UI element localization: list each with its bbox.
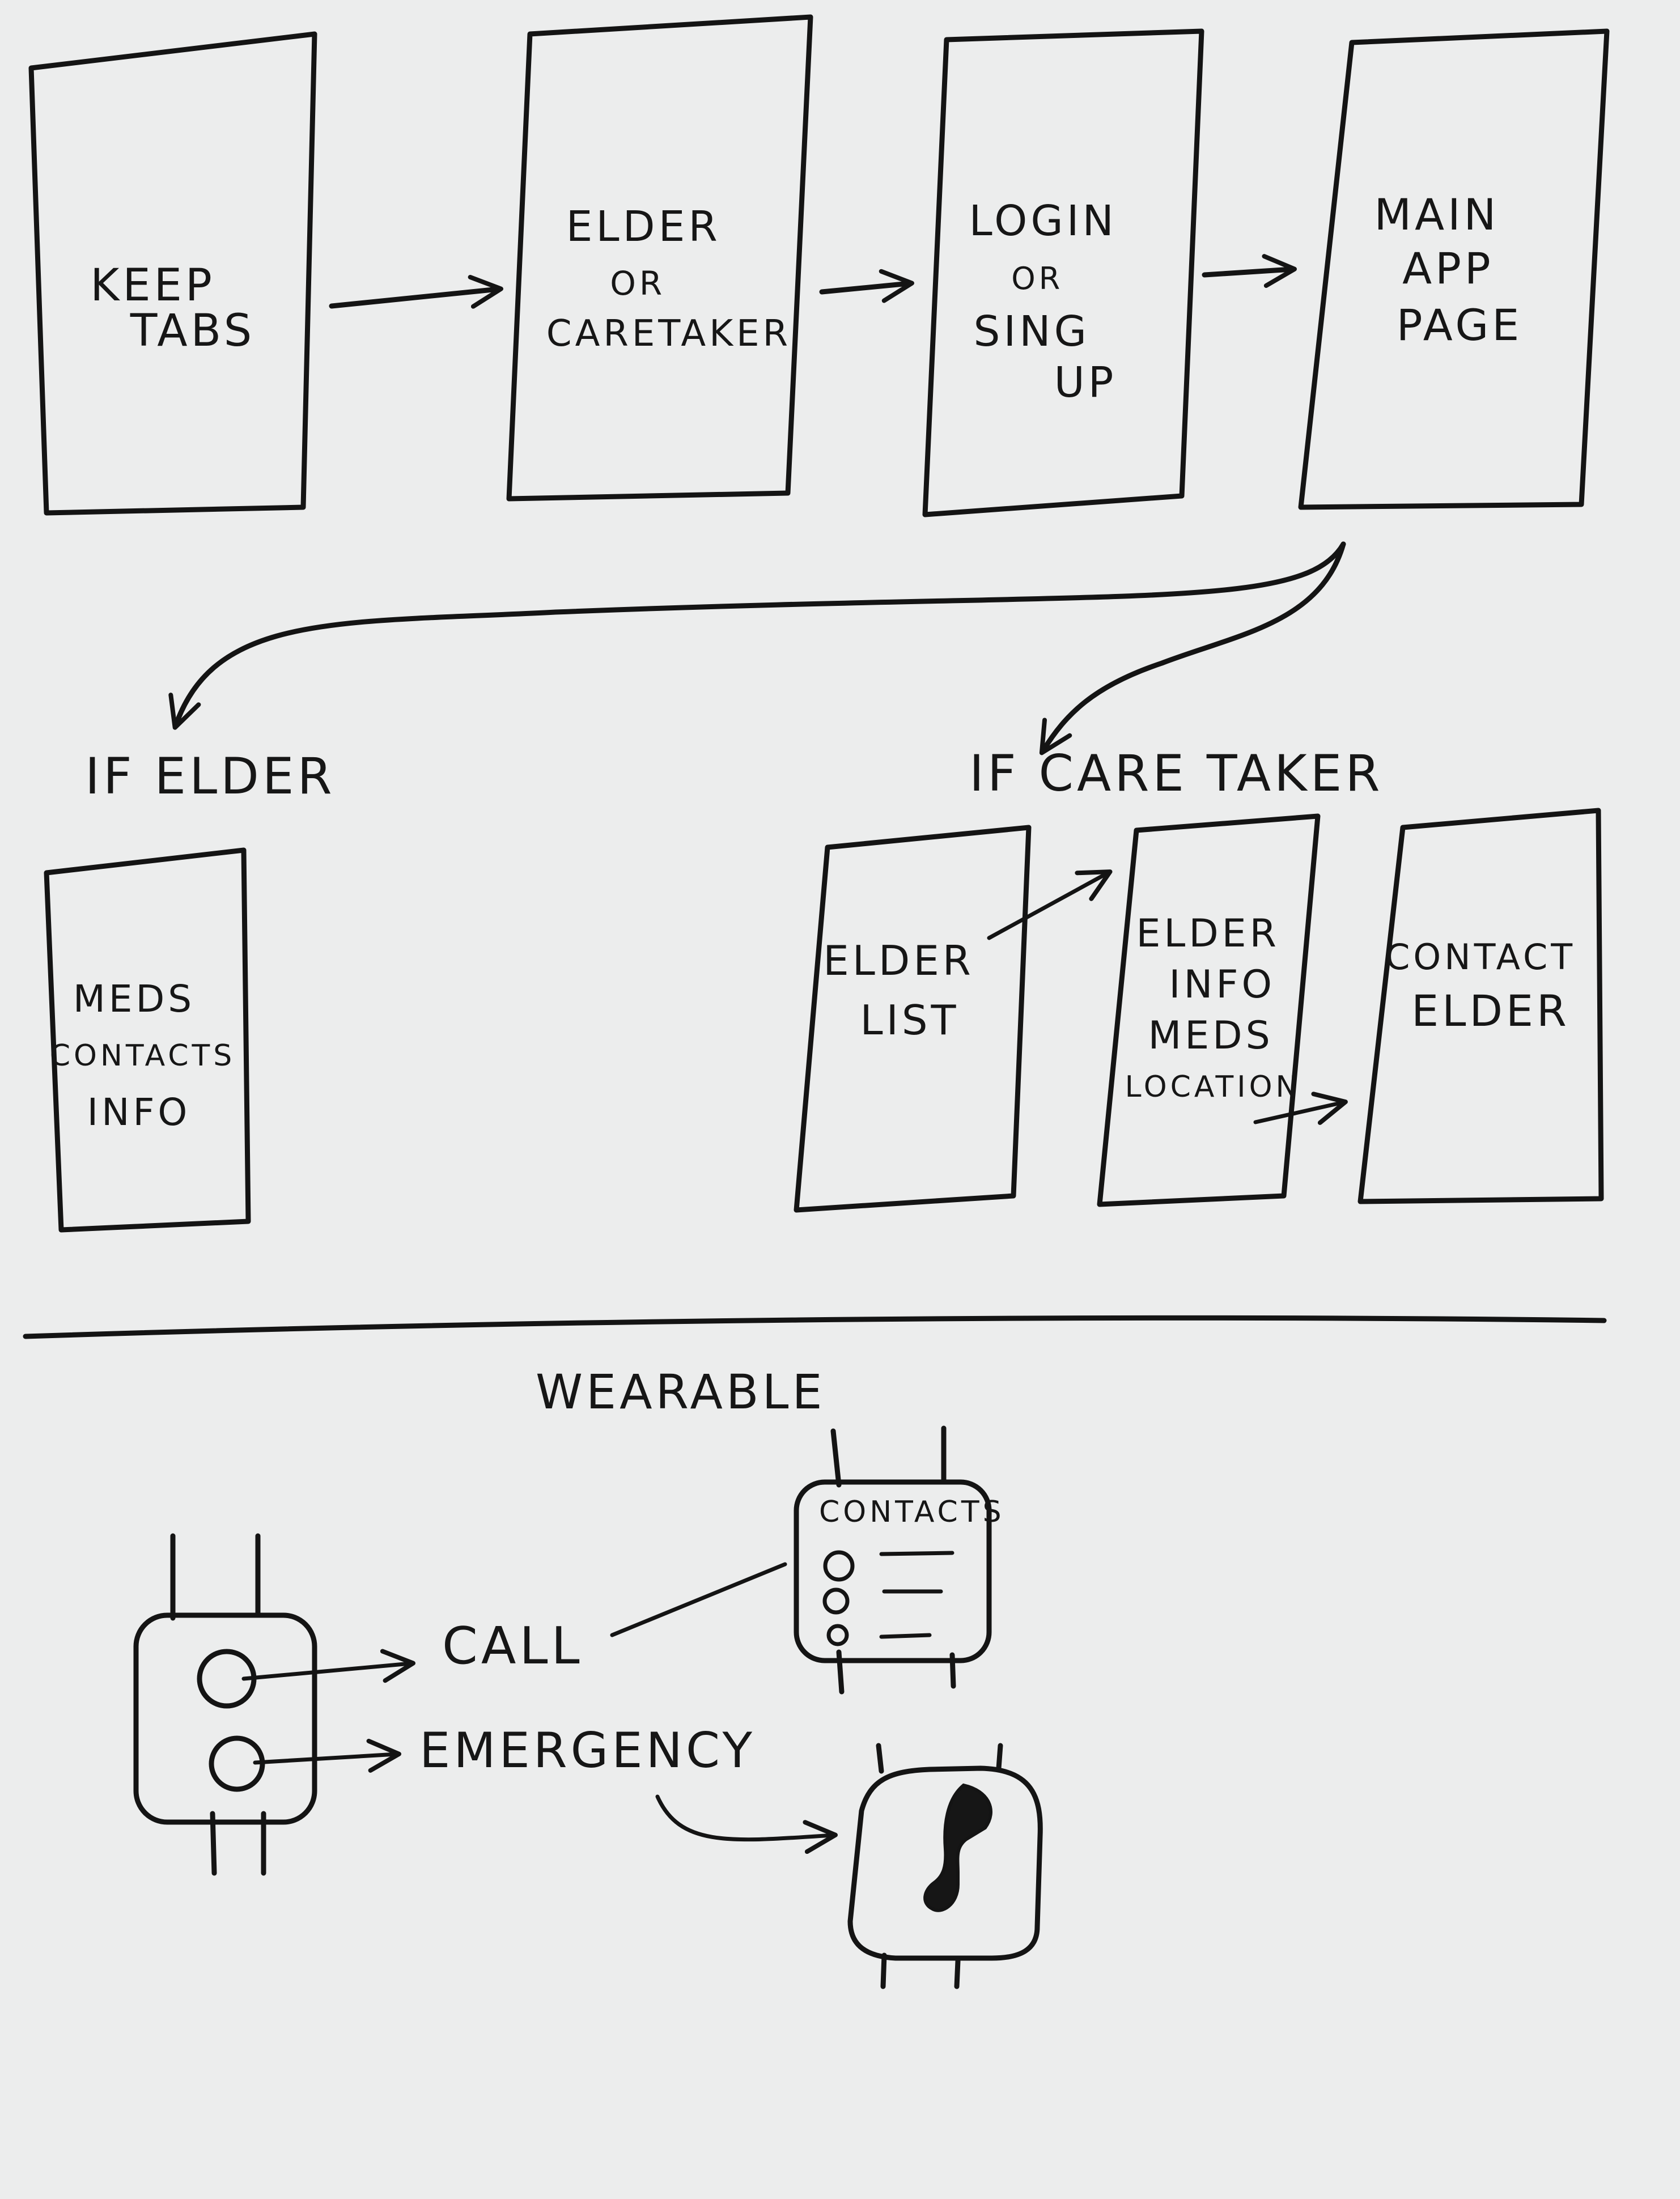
screen-keep-tabs: KEEP TABS [28,31,317,516]
screen-main-line-1: MAIN [1374,189,1500,240]
screen-main-line-3: PAGE [1397,300,1523,350]
svg-text:MEDS CONTACTS INFO: MEDS CONTACTS INFO [50,977,251,1134]
wearable-contacts-screen: CONTACTS [794,1425,1005,1695]
screen-elder-list-line-2: LIST [860,996,959,1044]
svg-text:KEEP TABS: KEEP TABS [90,260,255,356]
screen-elder-info: ELDER INFO MEDS LOCATION [1097,813,1321,1207]
screen-main-line-2: APP [1402,243,1494,294]
screen-elder-meds-contacts: MEDS CONTACTS INFO [44,847,251,1233]
contact-dot-1 [823,1550,855,1582]
screen-login-line-2: OR [1011,261,1063,296]
screen-elder-or-caretaker-line-1: ELDER [566,202,721,251]
label-call: CALL [442,1616,583,1676]
screen-login-line-3: SING [973,307,1090,356]
label-if-elder: IF ELDER [85,747,336,805]
arrow-list-to-info [987,869,1113,940]
label-wearable: WEARABLE [536,1364,826,1420]
flow-arrow-2 [819,269,914,303]
label-if-caretaker: IF CARE TAKER [969,744,1383,803]
screen-contact-elder: CONTACT ELDER [1357,808,1604,1204]
screen-elder-info-line-2: INFO [1169,962,1275,1007]
screen-contact-line-1: CONTACT [1385,936,1576,978]
screen-contact-line-2: ELDER [1411,986,1570,1036]
screen-elder-info-line-1: ELDER [1136,911,1279,956]
svg-text:ELDER LIST: ELDER LIST [823,937,990,1044]
arrow-info-to-contact [1253,1092,1348,1125]
screen-elder-line-3: INFO [87,1090,191,1134]
screen-keep-tabs-line-2: TABS [130,305,256,356]
screen-elder-list: ELDER LIST [794,825,1032,1213]
screen-elder-line-2: CONTACTS [50,1039,236,1073]
flow-arrow-1 [329,274,503,309]
contact-lines [879,1551,954,1639]
contacts-screen-title: CONTACTS [819,1495,1005,1529]
screen-elder-list-line-1: ELDER [823,937,974,984]
flow-arrow-3 [1202,254,1297,288]
screen-login-line-4: UP [1054,358,1117,407]
contact-dot-3 [826,1624,849,1646]
screen-elder-info-line-3: MEDS [1148,1013,1274,1058]
line-call-to-contacts [610,1562,787,1637]
screen-elder-or-caretaker: ELDER OR CARETAKER [506,14,813,502]
screen-elder-or-caretaker-line-3: CARETAKER [546,313,791,355]
screen-login-or-signup: LOGIN OR SING UP [922,28,1204,517]
svg-text:ELDER INFO MEDS: ELDER INFO MEDS LOCATION [1125,911,1301,1104]
screen-elder-line-1: MEDS [73,977,195,1021]
svg-text:ELDER OR CARETAKER: ELDER OR CARETAKER [546,202,791,355]
wearable-emergency-screen [847,1743,1043,1989]
screen-keep-tabs-line-1: KEEP [90,260,215,311]
svg-text:CONTACT ELDER: CONTACT ELDER [1385,936,1590,1036]
label-emergency: EMERGENCY [419,1722,756,1779]
screen-elder-info-line-4: LOCATION [1125,1070,1301,1104]
branch-arrow-caretaker [1039,541,1346,755]
branch-arrow-elder [168,541,1346,730]
screen-elder-or-caretaker-line-2: OR [610,264,665,303]
divider-line [23,1315,1607,1339]
arrow-emergency-to-phone [655,1794,838,1854]
wearable-watch-main [133,1533,317,1876]
contact-dot-2 [822,1587,850,1615]
svg-text:LOGIN OR SING: LOGIN OR SING UP [969,197,1134,407]
arrow-call [241,1649,415,1683]
screen-main-app-page: MAIN APP PAGE [1298,28,1610,510]
svg-text:MAIN APP PAGE: MAIN APP PAGE [1374,189,1523,350]
arrow-emergency [253,1738,401,1773]
screen-login-line-1: LOGIN [969,197,1117,245]
phone-handset-icon [923,1783,992,1912]
